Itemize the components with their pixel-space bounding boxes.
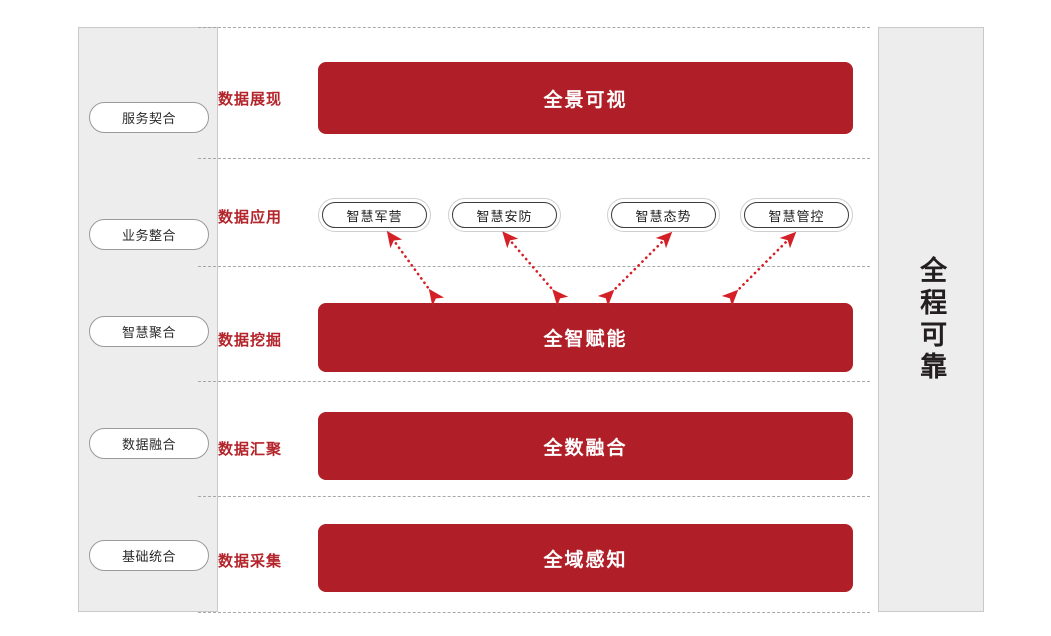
app-pill-2[interactable]: 智慧态势 <box>607 198 720 232</box>
stage-pill-2[interactable]: 智慧聚合 <box>89 316 209 347</box>
divider-top <box>198 27 870 28</box>
app-pill-label: 智慧管控 <box>768 208 825 224</box>
stage-pill-label: 智慧聚合 <box>121 325 176 340</box>
row-bar-text: 全域感知 <box>543 549 628 571</box>
right-reliability-panel: 全程可靠 <box>878 27 984 612</box>
app-pill-1[interactable]: 智慧安防 <box>448 198 561 232</box>
row-label-2: 数据挖掘 <box>218 332 283 349</box>
stage-pill-label: 业务整合 <box>121 228 176 243</box>
divider-row-1 <box>198 158 870 159</box>
app-pill-0[interactable]: 智慧军营 <box>318 198 431 232</box>
stage-pill-4[interactable]: 基础统合 <box>89 540 209 571</box>
app-pill-3[interactable]: 智慧管控 <box>740 198 853 232</box>
divider-bottom <box>198 612 870 613</box>
stage-pill-0[interactable]: 服务契合 <box>89 102 209 133</box>
divider-row-4 <box>198 496 870 497</box>
row-label-0: 数据展现 <box>218 91 283 108</box>
divider-row-2 <box>198 266 870 267</box>
stage-pill-label: 数据融合 <box>121 437 176 452</box>
stage-pill-label: 服务契合 <box>121 111 176 126</box>
row-bar-text: 全智赋能 <box>543 329 628 350</box>
app-pill-label: 智慧军营 <box>346 208 403 224</box>
vertical-label-wrap: 全程可靠 <box>879 28 983 611</box>
app-pill-inner: 智慧军营 <box>322 202 427 228</box>
app-pill-label: 智慧态势 <box>635 208 692 224</box>
row-label-3: 数据汇聚 <box>218 441 283 458</box>
row-bar-2[interactable]: 全智赋能 <box>318 303 853 372</box>
row-label-1: 数据应用 <box>218 209 283 226</box>
app-pill-inner: 智慧安防 <box>452 202 557 228</box>
row-label-4: 数据采集 <box>218 553 283 570</box>
stage-pill-label: 基础统合 <box>121 549 176 564</box>
arrow-3 <box>721 231 797 307</box>
arrow-0 <box>386 230 445 307</box>
stage-pill-3[interactable]: 数据融合 <box>89 428 209 459</box>
row-bar-4[interactable]: 全域感知 <box>318 524 853 592</box>
arrow-1 <box>502 231 569 307</box>
row-bar-0[interactable]: 全景可视 <box>318 62 853 134</box>
row-bar-text: 全景可视 <box>543 89 628 111</box>
reliability-label: 全程可靠 <box>916 255 947 384</box>
app-pill-inner: 智慧管控 <box>744 202 849 228</box>
row-bar-text: 全数融合 <box>543 437 628 459</box>
left-stage-panel: 服务契合 业务整合 智慧聚合 数据融合 基础统合 <box>78 27 218 612</box>
app-pill-inner: 智慧态势 <box>611 202 716 228</box>
row-bar-3[interactable]: 全数融合 <box>318 412 853 480</box>
divider-row-3 <box>198 381 870 382</box>
arrow-2 <box>597 231 673 307</box>
stage-pill-1[interactable]: 业务整合 <box>89 219 209 250</box>
app-pill-label: 智慧安防 <box>476 208 533 224</box>
